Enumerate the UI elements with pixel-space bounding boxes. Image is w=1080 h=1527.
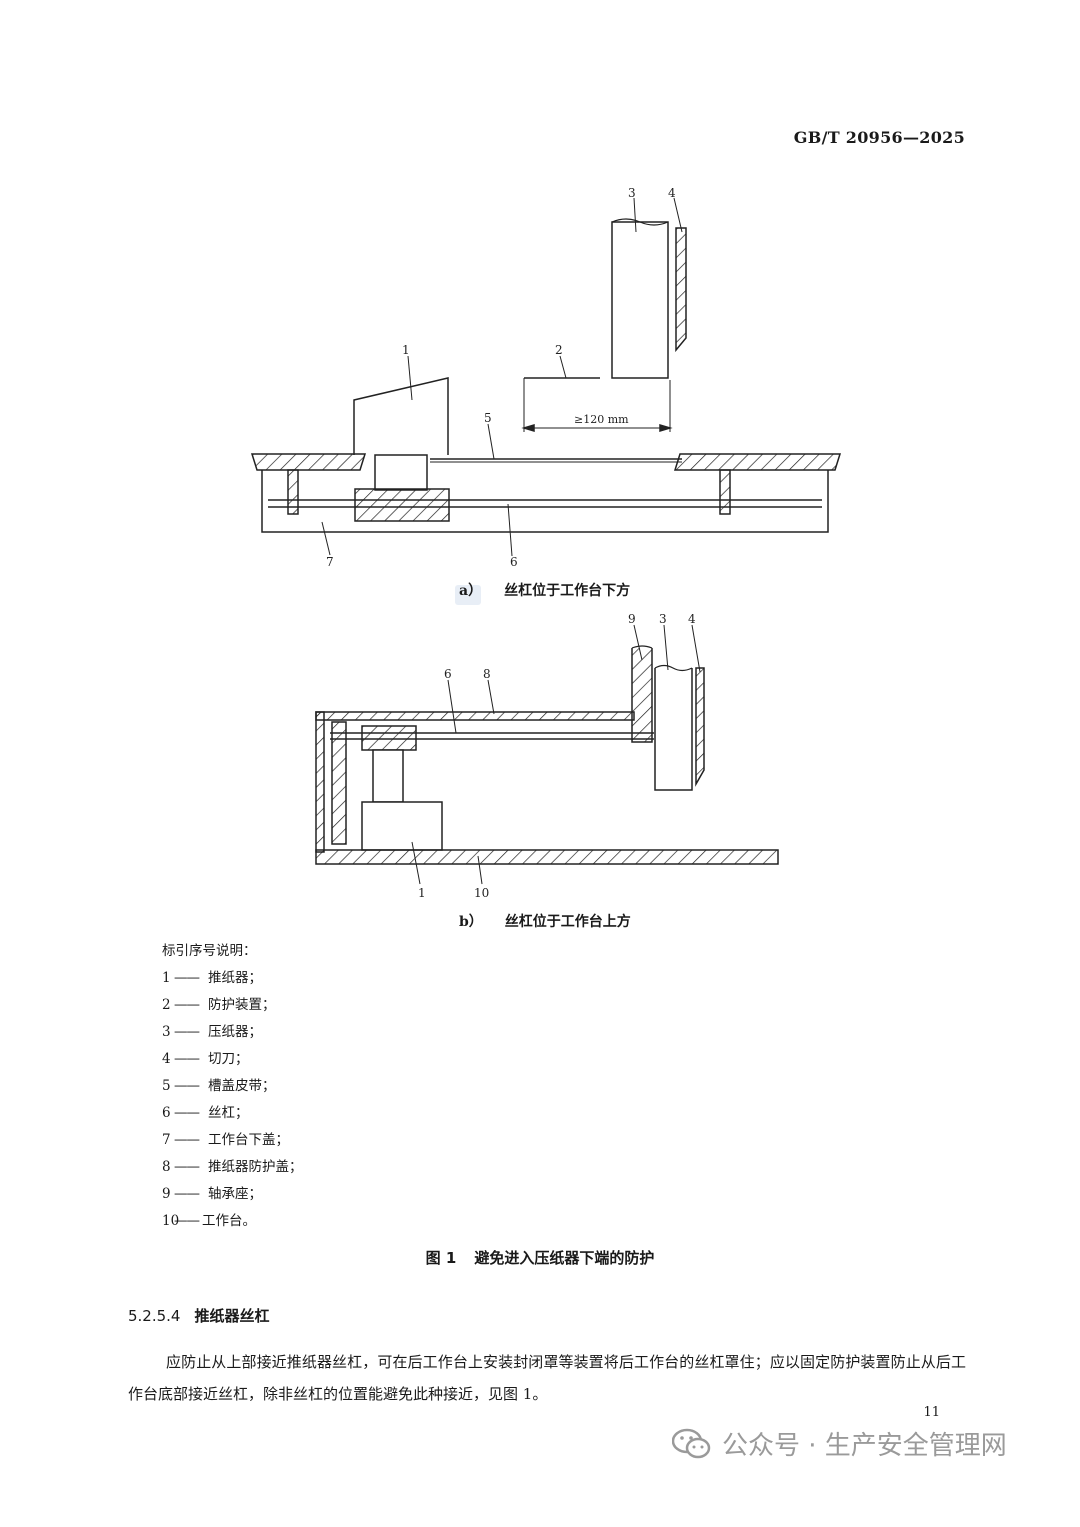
label-a-6: 6: [510, 555, 518, 569]
caption-b: b） 丝杠位于工作台上方: [459, 911, 631, 931]
page-number: 11: [923, 1405, 940, 1420]
label-a-1: 1: [402, 343, 410, 357]
legend-item: 8——推纸器防护盖；: [162, 1159, 303, 1175]
figure-a-drawing: [250, 197, 842, 557]
legend-item: 5——槽盖皮带；: [162, 1078, 276, 1094]
caption-a: a） 丝杠位于工作台下方: [459, 580, 630, 600]
legend-item: 7——工作台下盖；: [162, 1132, 289, 1148]
label-b-9: 9: [628, 612, 636, 626]
label-b-10: 10: [474, 886, 489, 900]
caption-b-letter: b）: [459, 914, 483, 930]
caption-a-text: 丝杠位于工作台下方: [504, 583, 631, 599]
legend-item: 6——丝杠；: [162, 1105, 249, 1121]
section-heading: 5.2.5.4 推纸器丝杠: [128, 1305, 270, 1326]
label-b-3: 3: [659, 612, 667, 626]
legend-title: 标引序号说明：: [162, 943, 257, 959]
label-b-6: 6: [444, 667, 452, 681]
section-number: 5.2.5.4: [128, 1307, 181, 1325]
watermark-text: 公众号 · 生产安全管理网: [722, 1431, 1007, 1461]
figure-title-text: 避免进入压纸器下端的防护: [474, 1249, 655, 1267]
label-a-2: 2: [555, 343, 563, 357]
label-a-7: 7: [326, 555, 334, 569]
label-b-1: 1: [418, 886, 426, 900]
dimension-label: ≥120 mm: [574, 413, 629, 426]
legend-item: 1——推纸器；: [162, 970, 262, 986]
wechat-icon: [672, 1428, 711, 1458]
label-a-3: 3: [628, 186, 636, 200]
legend-item: 10——工作台。: [162, 1213, 256, 1229]
watermark: 公众号 · 生产安全管理网: [672, 1425, 1007, 1462]
standard-number: GB/T 20956—2025: [793, 128, 965, 147]
figure-b-drawing: [315, 624, 779, 885]
label-b-4: 4: [688, 612, 696, 626]
legend-item: 2——防护装置；: [162, 997, 276, 1013]
scan-mark: [455, 585, 481, 605]
caption-a-letter: a）: [459, 583, 483, 599]
legend: 标引序号说明： 1——推纸器； 2——防护装置； 3——压纸器； 4——切刀； …: [162, 938, 303, 1235]
caption-b-text: 丝杠位于工作台上方: [504, 914, 631, 930]
figure-title: 图 1 避免进入压纸器下端的防护: [0, 1247, 1080, 1268]
body-paragraph: 应防止从上部接近推纸器丝杠，可在后工作台上安装封闭罩等装置将后工作台的丝杠罩住；…: [128, 1353, 966, 1403]
label-a-5: 5: [484, 411, 492, 425]
figure-1-drawings: 1 2 3 4 5 6 7 ≥120 mm: [250, 186, 842, 900]
legend-item: 3——压纸器；: [162, 1024, 262, 1040]
label-a-4: 4: [668, 186, 676, 200]
figure-number: 图 1: [425, 1249, 457, 1267]
section-title: 推纸器丝杠: [194, 1307, 270, 1325]
legend-item: 9——轴承座；: [162, 1186, 262, 1202]
label-b-8: 8: [483, 667, 491, 681]
legend-item: 4——切刀；: [162, 1051, 249, 1067]
